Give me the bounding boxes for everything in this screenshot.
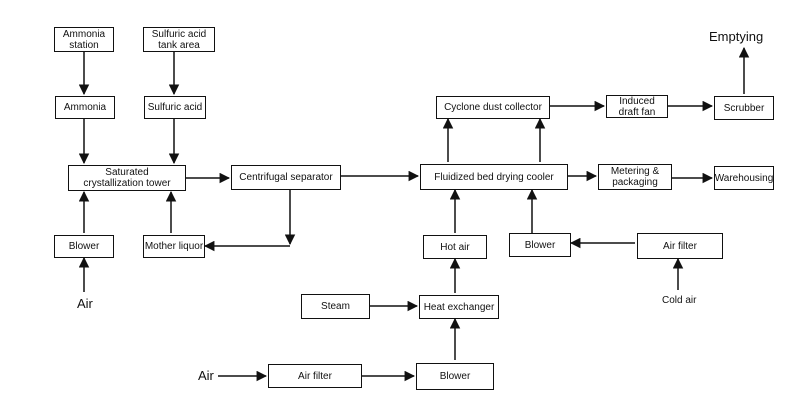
- node-mother-liquor: Mother liquor: [143, 235, 205, 258]
- node-hot-air: Hot air: [423, 235, 487, 259]
- label-air-left: Air: [77, 296, 93, 311]
- node-air-filter-bottom: Air filter: [268, 364, 362, 388]
- node-air-filter-right: Air filter: [637, 233, 723, 259]
- node-steam: Steam: [301, 294, 370, 319]
- label-cold-air: Cold air: [662, 295, 697, 306]
- node-blower-left: Blower: [54, 235, 114, 258]
- node-heat-exchanger: Heat exchanger: [419, 295, 499, 319]
- node-sulfuric-acid: Sulfuric acid: [144, 96, 206, 119]
- node-blower-right: Blower: [509, 233, 571, 257]
- node-fluidized-bed-drying-cooler: Fluidized bed drying cooler: [420, 164, 568, 190]
- node-centrifugal-separator: Centrifugal separator: [231, 165, 341, 190]
- label-emptying: Emptying: [709, 29, 764, 44]
- label-air-bottom: Air: [198, 368, 214, 383]
- node-sulfuric-acid-tank-area: Sulfuric acid tank area: [143, 27, 215, 52]
- node-saturated-crystallization-tower: Saturated crystallization tower: [68, 165, 186, 191]
- node-warehousing: Warehousing: [714, 166, 774, 190]
- node-cyclone-dust-collector: Cyclone dust collector: [436, 96, 550, 119]
- node-metering-packaging: Metering & packaging: [598, 164, 672, 190]
- node-blower-bottom: Blower: [416, 363, 494, 390]
- node-induced-draft-fan: Induced draft fan: [606, 95, 668, 118]
- node-ammonia-station: Ammonia station: [54, 27, 114, 52]
- node-scrubber: Scrubber: [714, 96, 774, 120]
- node-ammonia: Ammonia: [55, 96, 115, 119]
